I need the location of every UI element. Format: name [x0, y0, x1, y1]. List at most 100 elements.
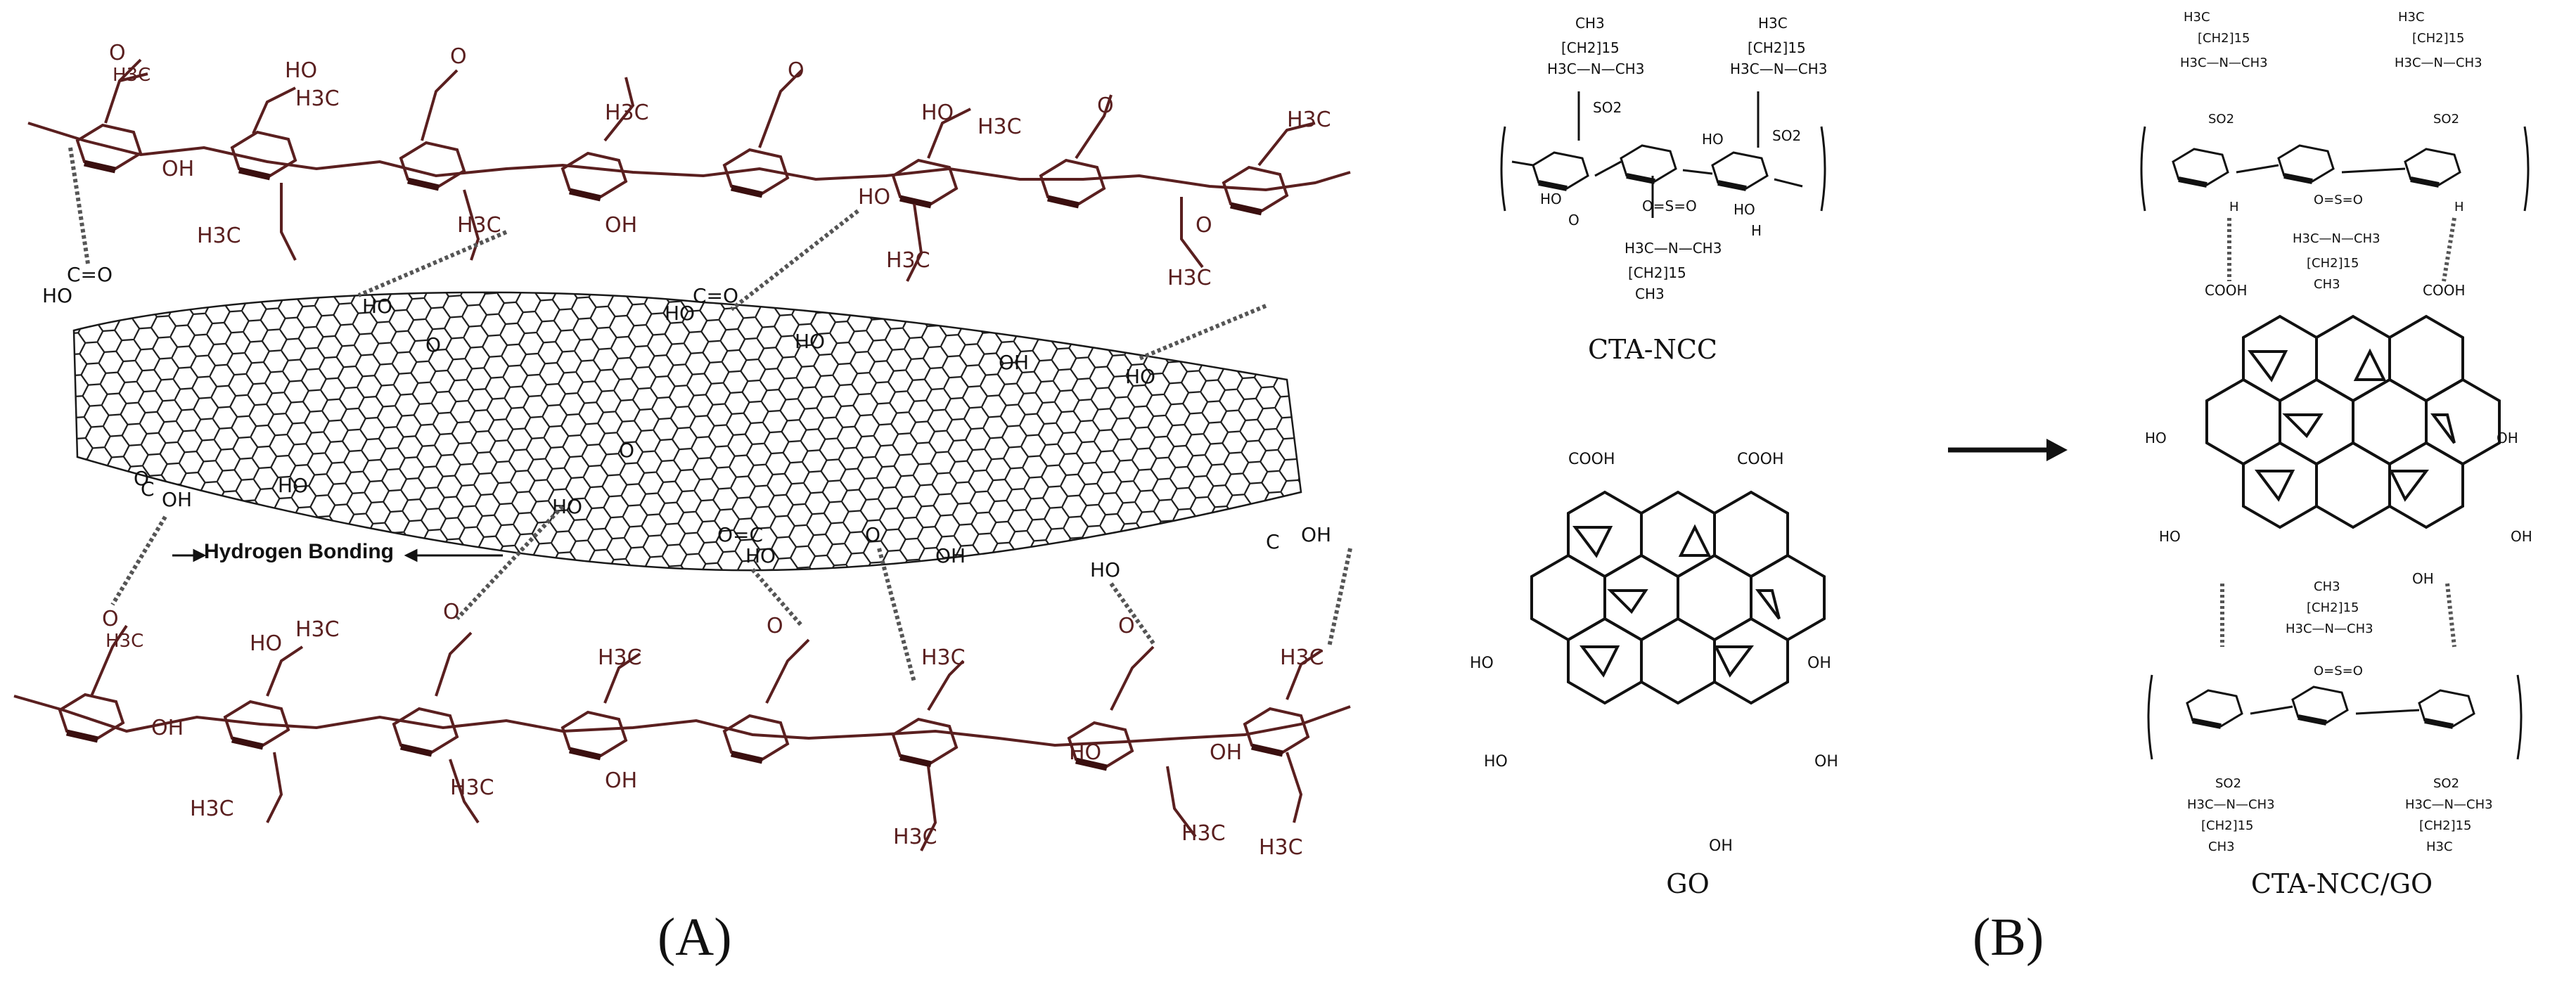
cta-ncc-structure: CH3 [CH2]15 H3C—N—CH3 SO2 H3C [CH2]15 H3…: [1500, 15, 1827, 302]
svg-text:CH3: CH3: [1635, 285, 1665, 302]
svg-text:H3C: H3C: [2184, 10, 2210, 25]
svg-text:CH3: CH3: [2314, 277, 2340, 292]
svg-text:HO: HO: [1702, 131, 1724, 148]
svg-text:H3C: H3C: [457, 213, 501, 238]
bottom-cellulose-chain: [13, 624, 1351, 851]
svg-text:HO: HO: [1069, 740, 1101, 765]
svg-text:HO: HO: [42, 284, 72, 307]
svg-text:H3C—N—CH3: H3C—N—CH3: [1730, 60, 1827, 77]
svg-text:H: H: [2454, 200, 2464, 214]
svg-text:H3C: H3C: [1280, 645, 1324, 670]
top-cellulose-chain: [27, 58, 1351, 282]
svg-text:HO: HO: [745, 544, 776, 567]
svg-text:H3C: H3C: [2426, 839, 2453, 854]
svg-text:SO2: SO2: [1772, 127, 1801, 144]
svg-text:H3C: H3C: [295, 86, 340, 111]
svg-text:H3C—N—CH3: H3C—N—CH3: [2405, 797, 2493, 812]
svg-text:H3C: H3C: [605, 101, 649, 125]
svg-text:O: O: [450, 44, 467, 69]
svg-text:H3C—N—CH3: H3C—N—CH3: [2286, 622, 2373, 636]
svg-text:CH3: CH3: [2314, 579, 2340, 594]
svg-text:[CH2]15: [CH2]15: [2412, 31, 2465, 46]
svg-text:SO2: SO2: [2433, 112, 2459, 127]
svg-text:OH: OH: [1709, 837, 1733, 855]
svg-text:C: C: [141, 477, 155, 501]
reaction-arrow: [1948, 439, 2068, 461]
svg-text:O=S=O: O=S=O: [1642, 198, 1697, 214]
panel-a: O H3C HO H3C O H3C O HO H3C O H3C OH OH …: [13, 41, 1352, 967]
composite-caption: CTA-NCC/GO: [2251, 868, 2433, 899]
svg-text:[CH2]15: [CH2]15: [1748, 39, 1806, 56]
svg-text:OH: OH: [605, 768, 637, 793]
svg-text:HO: HO: [2159, 528, 2181, 545]
svg-text:H3C: H3C: [190, 797, 234, 821]
svg-text:CH3: CH3: [1575, 15, 1605, 32]
svg-text:SO2: SO2: [2433, 776, 2459, 791]
svg-text:C=O: C=O: [693, 284, 738, 307]
top-chain-groups: O H3C HO H3C O H3C O HO H3C O H3C OH OH …: [109, 41, 1331, 290]
svg-text:H3C: H3C: [450, 775, 494, 800]
svg-text:HO: HO: [858, 185, 890, 210]
svg-text:HO: HO: [2145, 430, 2167, 446]
svg-text:O: O: [1196, 213, 1212, 238]
svg-text:HO: HO: [1540, 191, 1562, 207]
go-structure: COOH COOH HO OH HO OH OH: [1470, 451, 1838, 855]
svg-text:[CH2]15: [CH2]15: [1628, 264, 1686, 281]
go-caption: GO: [1666, 868, 1710, 899]
svg-text:O=C: O=C: [717, 523, 763, 546]
svg-text:O: O: [425, 333, 441, 356]
svg-text:OH: OH: [999, 351, 1029, 374]
svg-text:HO: HO: [278, 474, 308, 497]
svg-text:H3C—N—CH3: H3C—N—CH3: [2187, 797, 2275, 812]
svg-text:HO: HO: [362, 295, 392, 318]
svg-text:HO: HO: [921, 101, 954, 125]
svg-text:HO: HO: [250, 631, 282, 656]
svg-text:H3C: H3C: [2398, 10, 2425, 25]
panel-b-drawing: CH3 [CH2]15 H3C—N—CH3 SO2 H3C [CH2]15 H3…: [1470, 10, 2532, 899]
cta-ncc-caption: CTA-NCC: [1588, 334, 1717, 365]
svg-text:[CH2]15: [CH2]15: [2201, 818, 2254, 833]
svg-text:O: O: [134, 467, 149, 490]
svg-text:OH: OH: [2412, 570, 2434, 587]
panel-b: CH3 [CH2]15 H3C—N—CH3 SO2 H3C [CH2]15 H3…: [1470, 0, 2576, 985]
svg-text:H3C: H3C: [113, 65, 150, 86]
svg-text:SO2: SO2: [2215, 776, 2241, 791]
svg-text:H3C—N—CH3: H3C—N—CH3: [1547, 60, 1644, 77]
svg-text:SO2: SO2: [1593, 99, 1622, 116]
svg-text:SO2: SO2: [2208, 112, 2234, 127]
svg-text:H3C: H3C: [1167, 266, 1212, 290]
svg-text:H3C: H3C: [978, 115, 1022, 139]
svg-text:HO: HO: [1090, 558, 1120, 581]
svg-text:C: C: [1266, 530, 1280, 553]
svg-text:O: O: [865, 523, 880, 546]
svg-text:HO: HO: [1470, 655, 1494, 672]
svg-text:O: O: [443, 600, 460, 624]
svg-text:H3C: H3C: [893, 825, 937, 849]
bottom-chain-groups: O H3C HO H3C O H3C O H3C O H3C OH OH HO …: [102, 600, 1324, 860]
svg-text:OH: OH: [1807, 655, 1831, 672]
svg-text:[CH2]15: [CH2]15: [1561, 39, 1620, 56]
svg-text:O: O: [1568, 212, 1579, 228]
svg-text:OH: OH: [1301, 523, 1331, 546]
svg-text:O: O: [767, 614, 783, 638]
svg-text:H3C: H3C: [1287, 108, 1331, 132]
svg-text:COOH: COOH: [2423, 282, 2466, 299]
svg-text:HO: HO: [552, 495, 582, 518]
svg-text:H3C—N—CH3: H3C—N—CH3: [1625, 240, 1722, 257]
svg-text:HO: HO: [1734, 201, 1755, 218]
hydrogen-bonding-arrows: [172, 548, 503, 562]
svg-text:O: O: [619, 439, 634, 462]
svg-text:H3C: H3C: [598, 645, 642, 670]
svg-text:H: H: [2229, 200, 2239, 214]
svg-text:O=S=O: O=S=O: [2314, 193, 2363, 207]
svg-text:COOH: COOH: [2205, 282, 2248, 299]
svg-text:O: O: [788, 58, 805, 83]
svg-text:[CH2]15: [CH2]15: [2307, 600, 2359, 615]
svg-text:H3C: H3C: [105, 631, 143, 652]
svg-text:COOH: COOH: [1737, 451, 1784, 468]
svg-text:OH: OH: [935, 544, 966, 567]
svg-text:[CH2]15: [CH2]15: [2419, 818, 2472, 833]
svg-text:H3C: H3C: [886, 248, 930, 273]
svg-text:HO: HO: [795, 330, 825, 353]
svg-text:HO: HO: [665, 302, 695, 325]
